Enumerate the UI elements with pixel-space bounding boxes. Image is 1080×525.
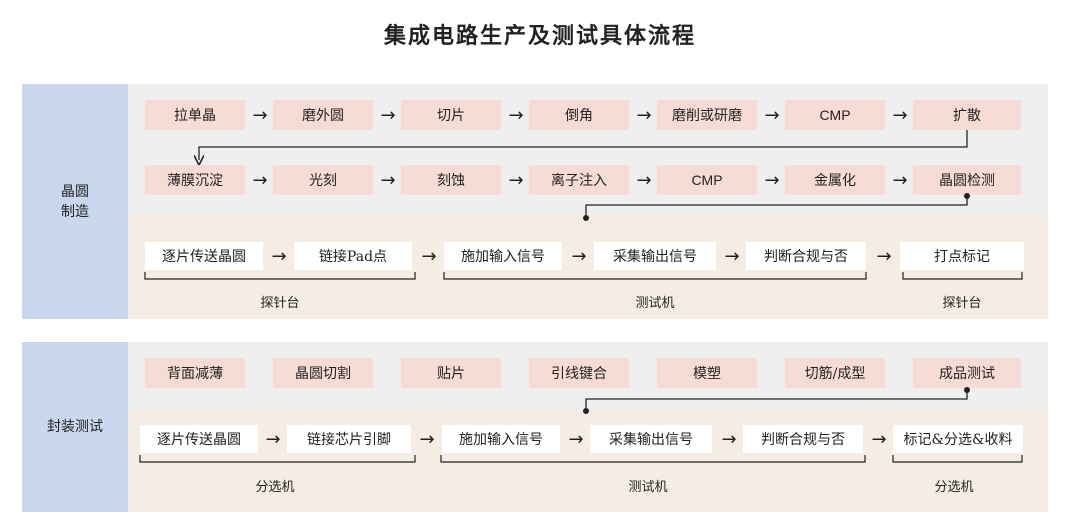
wafer-test-step: 施加输入信号 bbox=[444, 242, 562, 270]
arrow-icon: → bbox=[271, 245, 287, 267]
arrow-icon: → bbox=[380, 169, 396, 191]
wafer-step: 磨外圆 bbox=[273, 100, 373, 130]
group-label-tester: 测试机 bbox=[635, 296, 675, 311]
package-step: 晶圆切割 bbox=[273, 358, 373, 388]
package-test-step: 链接芯片引脚 bbox=[287, 425, 411, 453]
wafer-test-step: 判断合规与否 bbox=[746, 242, 866, 270]
group-bracket bbox=[443, 272, 867, 280]
wafer-step: 薄膜沉淀 bbox=[145, 165, 245, 195]
wafer-test-step: 链接Pad点 bbox=[294, 242, 412, 270]
connector-dot bbox=[583, 215, 589, 221]
arrow-icon: → bbox=[764, 169, 780, 191]
package-test-step: 施加输入信号 bbox=[442, 425, 560, 453]
wafer-step: 离子注入 bbox=[529, 165, 629, 195]
package-step: 切筋/成型 bbox=[785, 358, 885, 388]
connector-dot bbox=[964, 387, 970, 393]
package-test-step: 标记&分选&收料 bbox=[893, 425, 1023, 453]
arrow-icon: → bbox=[568, 428, 584, 450]
group-label-probe-station: 探针台 bbox=[260, 296, 300, 311]
wafer-test-band bbox=[128, 214, 1048, 319]
package-step: 成品测试 bbox=[913, 358, 1021, 388]
section-label-package: 封装测试 bbox=[22, 342, 128, 512]
connector-dot bbox=[583, 408, 589, 414]
arrow-icon: → bbox=[508, 169, 524, 191]
page-title: 集成电路生产及测试具体流程 bbox=[383, 24, 696, 49]
wafer-step: 扩散 bbox=[913, 100, 1021, 130]
wafer-test-step: 打点标记 bbox=[900, 242, 1024, 270]
arrow-icon: → bbox=[892, 169, 908, 191]
wafer-step: 拉单晶 bbox=[145, 100, 245, 130]
arrow-icon: → bbox=[871, 428, 887, 450]
wafer-test-step: 采集输出信号 bbox=[594, 242, 716, 270]
connector-dot bbox=[964, 193, 970, 199]
wafer-step: CMP bbox=[785, 100, 885, 130]
group-label-tester: 测试机 bbox=[628, 480, 668, 495]
arrow-icon: → bbox=[636, 169, 652, 191]
arrow-icon: → bbox=[721, 428, 737, 450]
group-label-handler: 分选机 bbox=[255, 480, 295, 495]
group-bracket bbox=[440, 455, 866, 463]
arrow-icon: → bbox=[764, 104, 780, 126]
arrow-icon: → bbox=[380, 104, 396, 126]
package-test-step: 判断合规与否 bbox=[743, 425, 863, 453]
group-bracket bbox=[902, 272, 1023, 280]
group-label-probe-station: 探针台 bbox=[942, 296, 982, 311]
arrow-icon: → bbox=[419, 428, 435, 450]
dot-connector bbox=[585, 195, 968, 218]
group-bracket bbox=[892, 455, 1023, 463]
package-step: 贴片 bbox=[401, 358, 501, 388]
wafer-step: 倒角 bbox=[529, 100, 629, 130]
package-step: 模塑 bbox=[657, 358, 757, 388]
arrow-icon: → bbox=[265, 428, 281, 450]
arrow-icon: → bbox=[252, 169, 268, 191]
wafer-step: 刻蚀 bbox=[401, 165, 501, 195]
package-test-step: 逐片传送晶圆 bbox=[140, 425, 258, 453]
arrow-icon: → bbox=[421, 245, 437, 267]
wafer-step: 金属化 bbox=[785, 165, 885, 195]
wafer-step: 切片 bbox=[401, 100, 501, 130]
group-bracket bbox=[144, 272, 416, 280]
dot-connector bbox=[585, 388, 968, 410]
group-bracket bbox=[139, 455, 416, 463]
wafer-step: 光刻 bbox=[273, 165, 373, 195]
wafer-step: CMP bbox=[657, 165, 757, 195]
arrow-icon: → bbox=[636, 104, 652, 126]
group-label-handler: 分选机 bbox=[934, 480, 974, 495]
arrow-icon: → bbox=[252, 104, 268, 126]
wrap-connector bbox=[199, 130, 968, 160]
package-step: 引线键合 bbox=[529, 358, 629, 388]
arrow-icon: → bbox=[571, 245, 587, 267]
package-test-step: 采集输出信号 bbox=[590, 425, 712, 453]
wafer-step: 磨削或研磨 bbox=[657, 100, 757, 130]
wafer-step: 晶圆检测 bbox=[913, 165, 1021, 195]
arrow-icon: → bbox=[876, 245, 892, 267]
section-label-wafer: 晶圆 制造 bbox=[22, 84, 128, 319]
arrow-icon: → bbox=[724, 245, 740, 267]
package-step: 背面减薄 bbox=[145, 358, 245, 388]
arrow-icon: → bbox=[508, 104, 524, 126]
wafer-test-step: 逐片传送晶圆 bbox=[145, 242, 263, 270]
arrow-icon: → bbox=[892, 104, 908, 126]
